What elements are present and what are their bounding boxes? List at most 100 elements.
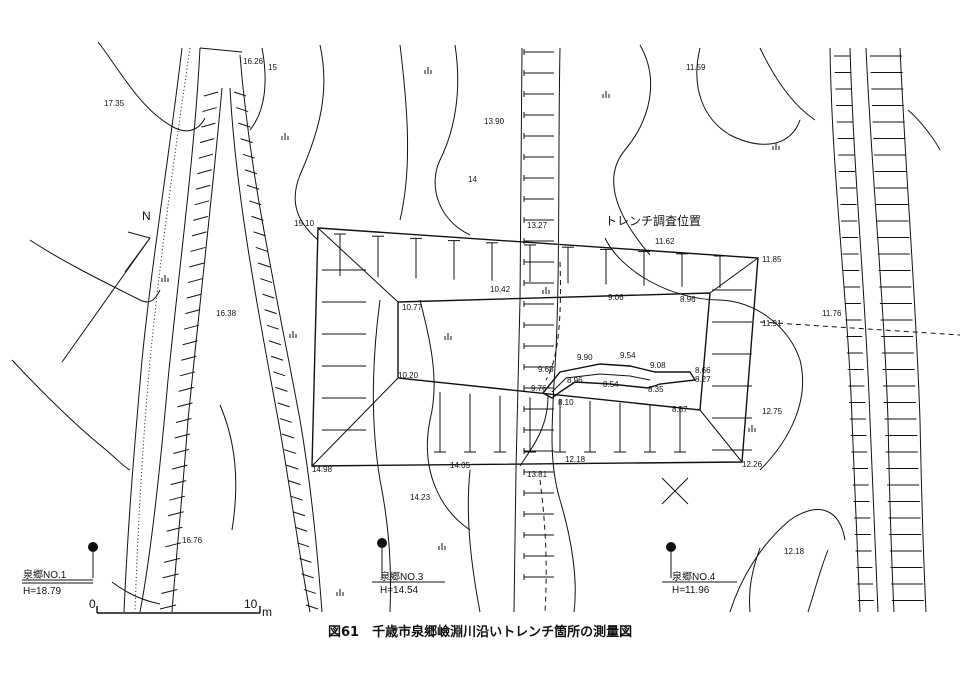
hachure (301, 573, 314, 579)
elevation-label: 9.68 (538, 365, 554, 374)
hachure (169, 495, 186, 501)
right-river-bank-4 (899, 47, 927, 613)
elevation-label: 13.90 (484, 117, 505, 126)
elevation-label: 12.75 (762, 407, 783, 416)
hachure (305, 604, 319, 610)
benchmark-marker (88, 542, 98, 552)
elevation-labels: 16.26 17.35 11.59 13.90 15.10 13.27 11.6… (104, 57, 842, 556)
trench-corner-line (311, 377, 399, 467)
benchmark-height: H=14.54 (380, 585, 419, 596)
trench-corner-line (699, 409, 743, 463)
trench-survey-area (311, 227, 759, 467)
elevation-label: 11.62 (655, 237, 675, 246)
contour-line (399, 44, 409, 221)
hachure (203, 91, 219, 97)
hachure (178, 386, 194, 392)
contour-line (467, 469, 481, 613)
hachure (279, 417, 292, 423)
contour-value-label: 15 (268, 63, 277, 72)
section-line (759, 321, 961, 336)
elevation-label: 16.26 (243, 57, 264, 66)
left-river-bank-outer-right (239, 54, 323, 613)
elevation-label: 8.27 (695, 375, 711, 384)
scale-end-label: 10 (244, 597, 258, 611)
benchmark-1: 泉郷NO.1 H=18.79 (22, 542, 98, 597)
elevation-label: 10.42 (490, 285, 511, 294)
trench-corner-line (317, 227, 399, 303)
elevation-label: 8.57 (672, 405, 688, 414)
trench-pit-inner (551, 373, 651, 393)
hachure (238, 122, 251, 128)
contour-line (29, 239, 161, 303)
hachure (171, 464, 188, 470)
contour-line (419, 299, 471, 531)
contour-line (97, 41, 206, 132)
hachure (246, 184, 260, 190)
trench-location-label: トレンチ調査位置 (605, 213, 701, 228)
section-line (539, 479, 547, 613)
hachure (268, 340, 282, 346)
north-arrow: N (61, 209, 151, 363)
hachure (286, 464, 299, 470)
hachure (303, 588, 316, 594)
north-label: N (142, 209, 151, 223)
hachure (177, 402, 193, 408)
hachure (181, 355, 197, 361)
hachure (281, 433, 295, 439)
left-road-edge (123, 47, 183, 613)
left-river (139, 47, 323, 613)
hachure (185, 309, 201, 315)
hachure (244, 169, 258, 175)
contour-line (696, 47, 801, 145)
contour-line (759, 47, 816, 121)
hachure (179, 371, 196, 377)
elevation-label: 10.20 (398, 371, 419, 380)
elevation-label: 17.35 (104, 99, 125, 108)
contour-line (11, 359, 131, 471)
hachure (186, 293, 202, 299)
hachure (275, 386, 288, 392)
elevation-label: 9.08 (650, 361, 666, 370)
north-arrow-head (124, 231, 151, 273)
benchmark-height: H=11.96 (672, 585, 710, 596)
left-river-bank-inner-right (229, 87, 311, 613)
hachure (273, 371, 286, 377)
hachure (193, 215, 208, 221)
hachure (183, 324, 200, 330)
hachure (191, 231, 207, 237)
hachure (277, 402, 290, 408)
elevation-label: 8.96 (567, 376, 583, 385)
benchmark-name: 泉郷NO.1 (23, 568, 67, 581)
hachure (284, 449, 297, 455)
hachure (251, 215, 264, 221)
hachure (290, 495, 303, 501)
contour-line (434, 44, 471, 236)
hachure (189, 262, 205, 268)
elevation-label: 8.66 (695, 366, 711, 375)
benchmark-marker (377, 538, 387, 548)
elevation-label: 11.85 (762, 255, 782, 264)
elevation-label: 9.06 (608, 293, 624, 302)
hachure (249, 200, 262, 206)
section-lines (539, 261, 961, 613)
elevation-label: 16.76 (182, 536, 203, 545)
trench-slope-hachures (322, 233, 752, 453)
hachure (288, 480, 301, 486)
elevation-label: 14.98 (312, 465, 333, 474)
scale-bar: 0 10 m (89, 597, 272, 619)
elevation-label: 11.59 (686, 63, 706, 72)
hachure (260, 278, 273, 284)
hachure (257, 262, 271, 268)
elevation-label: 9.90 (577, 353, 593, 362)
hachure (162, 573, 179, 579)
hachure (194, 200, 210, 206)
elevation-label: 13.27 (527, 221, 548, 230)
hachure (236, 107, 249, 113)
benchmark-3: 泉郷NO.3 H=14.54 (372, 538, 445, 596)
hachure (198, 153, 214, 159)
contour-line (807, 549, 829, 613)
hachure (242, 153, 255, 159)
contour-value-label: 14 (468, 175, 477, 184)
